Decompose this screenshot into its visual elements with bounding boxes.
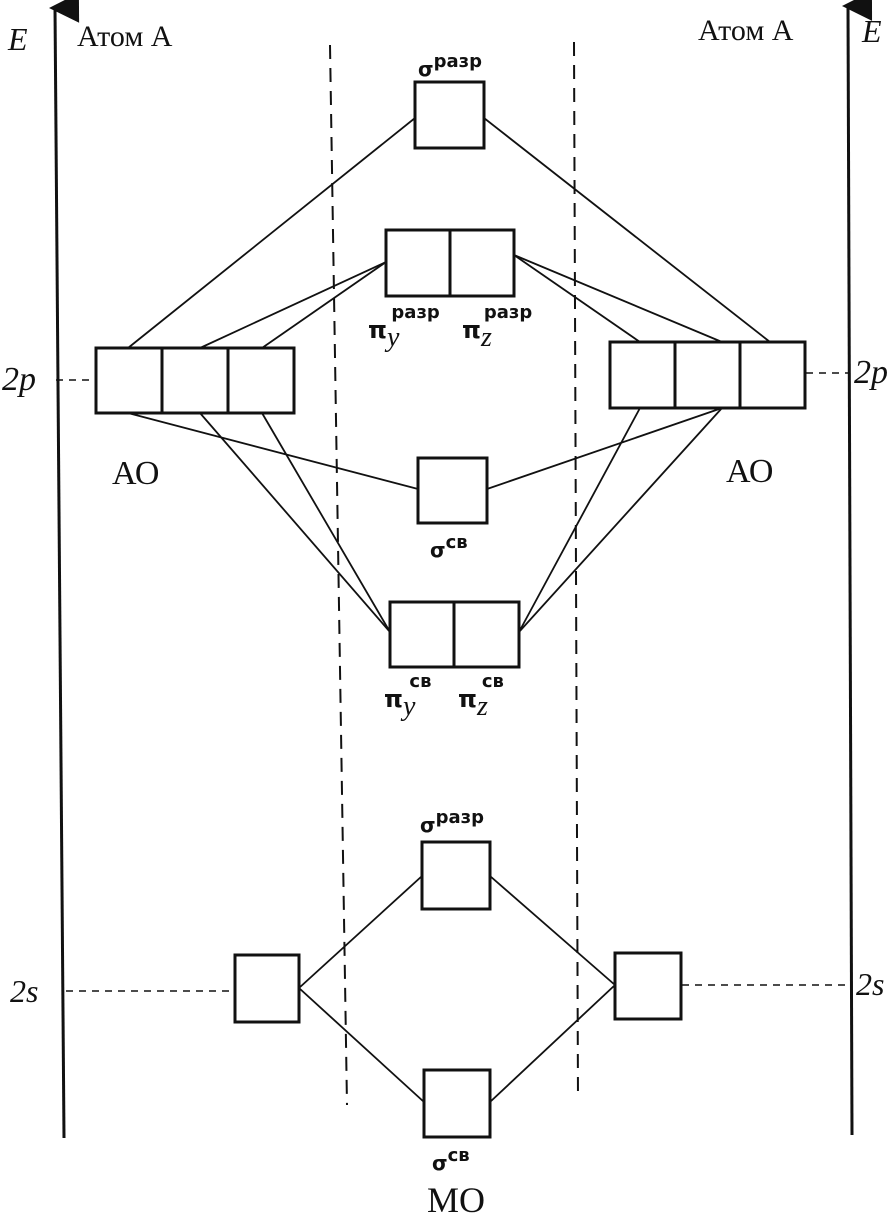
left-divider bbox=[329, 44, 348, 1106]
sigma-2s-bonding-box bbox=[422, 1068, 492, 1139]
p-correlation-lines bbox=[127, 117, 771, 633]
pi-y-bonding-label: πyсв bbox=[384, 671, 431, 722]
left-2p-label: 2p bbox=[2, 361, 36, 398]
left-2p-ao-boxes bbox=[94, 346, 296, 415]
mo-label: МО bbox=[427, 1180, 485, 1220]
sigma-2p-bonding-label: σсв bbox=[430, 532, 468, 562]
sigma-2p-antibonding-label: σразр bbox=[418, 51, 482, 81]
pi-2p-bonding-boxes bbox=[388, 600, 521, 669]
sigma-2s-antibonding-label: σразр bbox=[420, 807, 484, 837]
sigma-2s-bonding-label: σсв bbox=[432, 1145, 470, 1175]
s-correlation-lines bbox=[298, 875, 616, 1103]
sigma-2p-antibonding-box bbox=[413, 80, 486, 150]
left-energy-axis bbox=[49, 0, 80, 1139]
pi-z-bonding-label: πzсв bbox=[458, 671, 504, 722]
right-2p-ao-boxes bbox=[608, 340, 807, 410]
right-2s-ao-box bbox=[613, 951, 683, 1021]
left-2s-ao-box bbox=[233, 953, 301, 1024]
right-divider bbox=[573, 41, 579, 1101]
right-2p-label: 2p bbox=[854, 354, 888, 391]
left-energy-label: E bbox=[7, 21, 28, 57]
left-ao-label: АО bbox=[112, 455, 159, 492]
pi-2p-antibonding-boxes bbox=[384, 228, 516, 298]
right-ao-label: АО bbox=[726, 453, 773, 490]
right-2s-label: 2s bbox=[856, 966, 884, 1002]
right-energy-axis bbox=[842, 0, 873, 1136]
sigma-2p-bonding-box bbox=[416, 456, 489, 525]
pi-z-antibonding-label: πzразр bbox=[462, 302, 532, 353]
sigma-2s-antibonding-box bbox=[420, 840, 492, 911]
left-atom-title: Атом А bbox=[77, 20, 173, 53]
pi-y-antibonding-label: πyразр bbox=[368, 302, 440, 353]
left-2s-label: 2s bbox=[10, 973, 38, 1009]
right-atom-title: Атом А bbox=[698, 14, 794, 47]
right-energy-label: E bbox=[861, 13, 882, 49]
